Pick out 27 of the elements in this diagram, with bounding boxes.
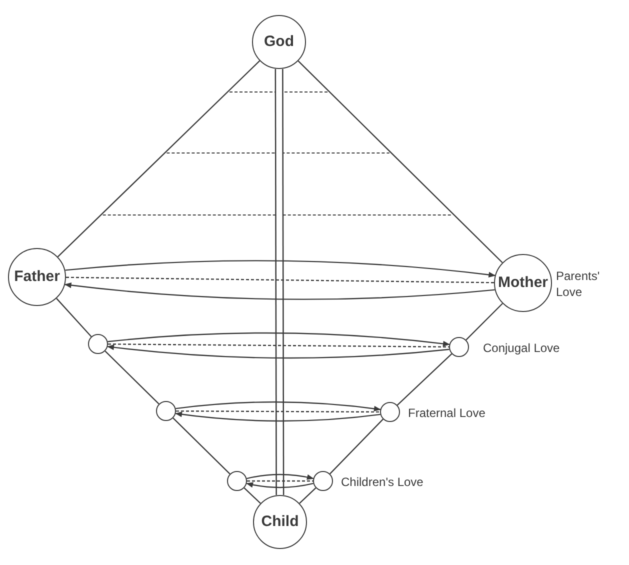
connector-line	[396, 353, 452, 406]
connector-line	[66, 276, 494, 284]
connector-line	[108, 343, 449, 348]
connector-line	[466, 303, 503, 340]
connector-line	[57, 60, 260, 258]
curved-arrow	[246, 474, 314, 480]
curved-arrow	[65, 260, 496, 278]
love-label: Conjugal Love	[483, 340, 560, 356]
connector-line	[299, 487, 316, 504]
curved-arrow	[106, 344, 450, 359]
connector-line	[172, 418, 230, 474]
connector-line	[330, 418, 384, 474]
connector-line	[104, 350, 160, 404]
connector-line	[298, 60, 503, 264]
love-label: Parents' Love	[556, 268, 601, 300]
connector-line	[176, 410, 380, 413]
curved-arrow	[108, 332, 450, 346]
connector-line	[56, 298, 92, 337]
connector-line	[247, 480, 313, 482]
double-line	[274, 69, 284, 495]
connector-line	[244, 487, 261, 504]
curved-arrow	[176, 401, 382, 412]
curved-arrow	[246, 482, 314, 488]
love-label: Children's Love	[341, 474, 424, 490]
curved-arrow	[64, 282, 495, 300]
curved-arrow	[174, 412, 380, 422]
love-label: Fraternal Love	[408, 405, 486, 421]
